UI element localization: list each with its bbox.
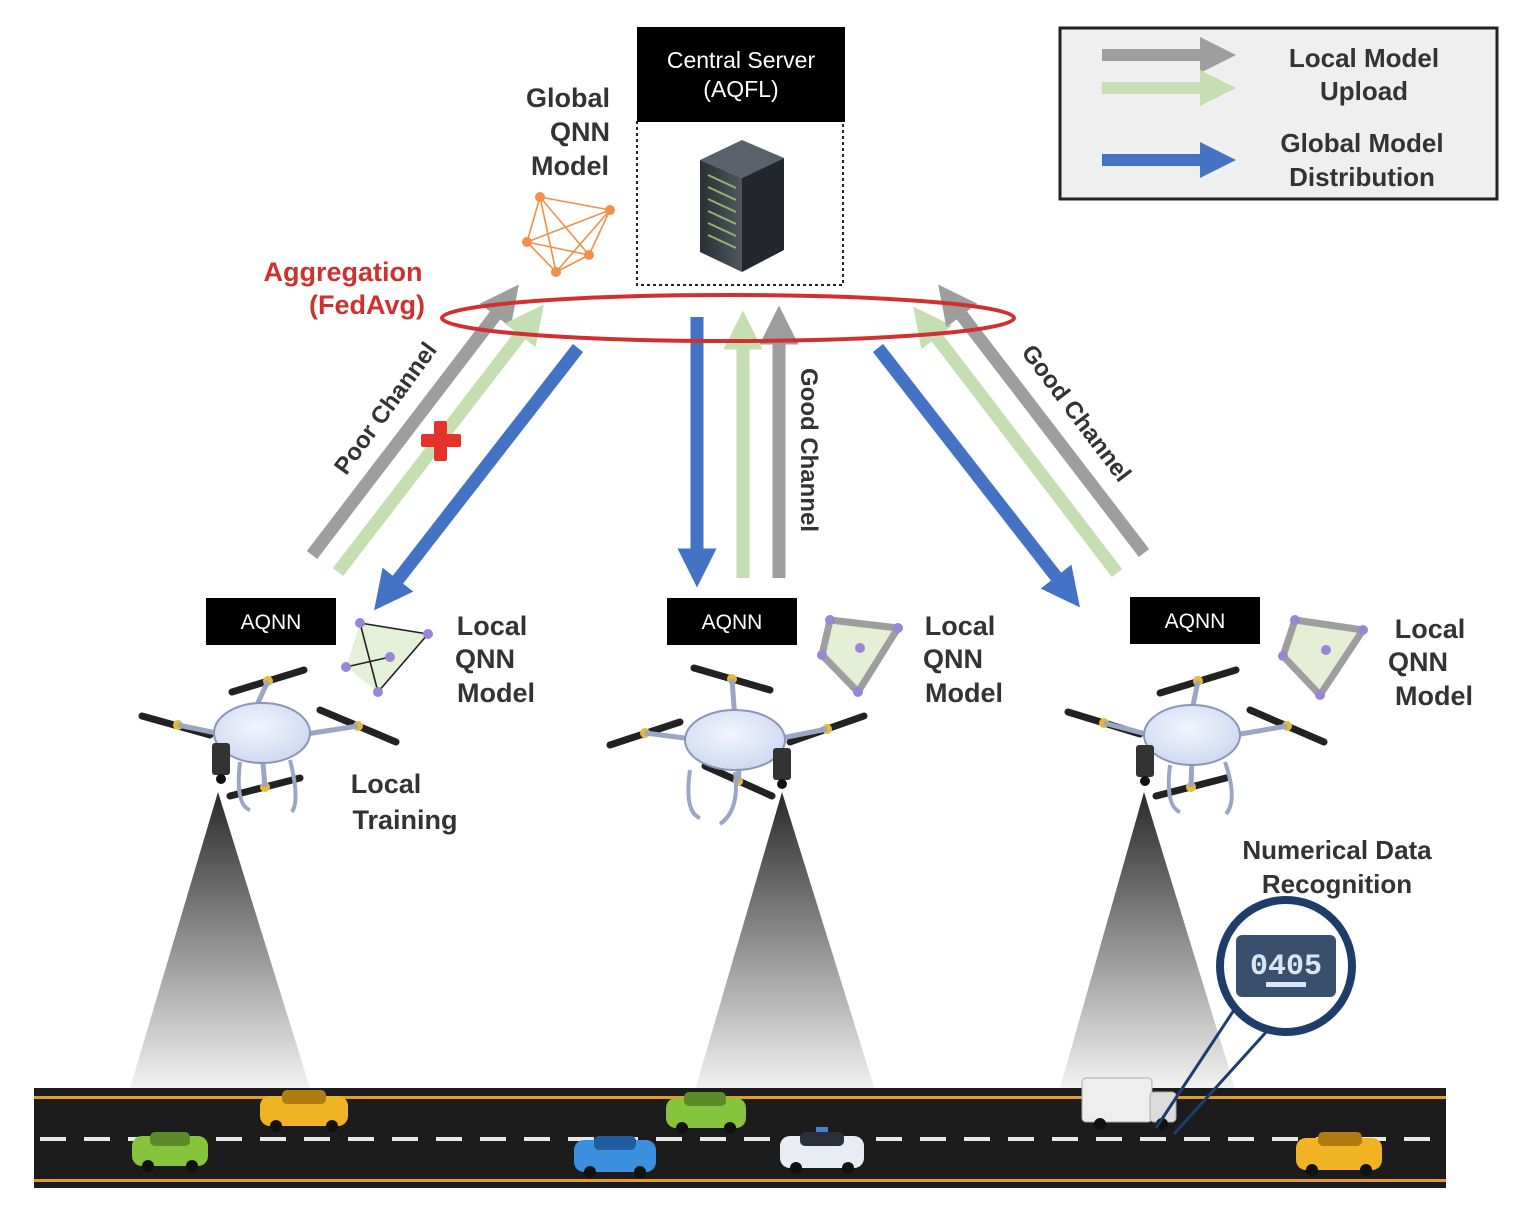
center-channel-label: Good Channel xyxy=(795,368,822,532)
global-qnn-model: Global QNN Model xyxy=(522,83,615,277)
global-network-icon xyxy=(526,196,611,273)
legend-upload-label-2: Upload xyxy=(1320,76,1408,106)
legend-distribution-label-1: Global Model xyxy=(1280,128,1443,158)
aggregation-label-2: (FedAvg) xyxy=(309,290,425,320)
left-distribution-arrow xyxy=(374,344,584,611)
drone-2-local-network-icon xyxy=(817,615,903,697)
central-server: Central Server (AQFL) xyxy=(636,27,845,286)
recognition-label-2: Recognition xyxy=(1262,869,1412,899)
server-title-2: (AQFL) xyxy=(703,76,778,102)
drone-2-icon xyxy=(606,664,868,826)
drone-2-camera-beam xyxy=(695,792,875,1090)
legend: Local Model Upload Global Model Distribu… xyxy=(1058,26,1499,201)
drone-2-badge: AQNN xyxy=(702,611,763,634)
aggregation-ellipse xyxy=(440,293,1016,343)
drone-3-local-network-icon xyxy=(1278,615,1368,700)
car-yellow-2 xyxy=(1296,1132,1382,1176)
drone-1-model-label-1: Local xyxy=(457,611,528,641)
global-model-label-2: QNN xyxy=(550,117,610,147)
drone-1-camera-beam xyxy=(130,792,310,1088)
drone-3: AQNN Local QNN Model xyxy=(1064,597,1473,816)
drone-3-model-label-2: QNN xyxy=(1388,647,1448,677)
center-channel: Good Channel xyxy=(677,305,822,588)
right-channel: Good Channel xyxy=(872,284,1150,608)
drone-3-model-label-1: Local xyxy=(1395,614,1466,644)
left-upload-gray-arrow xyxy=(306,284,519,559)
car-green-1 xyxy=(132,1132,208,1172)
right-upload-gray-arrow xyxy=(938,284,1150,557)
car-green-2 xyxy=(666,1092,746,1134)
license-plate-number: 0405 xyxy=(1250,950,1322,984)
drone-1-local-network-icon xyxy=(341,618,433,697)
global-model-label-1: Global xyxy=(526,83,610,113)
drone-2-model-label-2: QNN xyxy=(923,644,983,674)
drone-3-icon xyxy=(1064,666,1328,816)
drone-2: AQNN Local QNN Model xyxy=(606,598,1003,826)
truck-white xyxy=(1081,1077,1177,1130)
drone-1-model-label-2: QNN xyxy=(455,644,515,674)
drone-1-model-label-3: Model xyxy=(457,678,535,708)
drone-2-model-label-3: Model xyxy=(925,678,1003,708)
local-training-label-2: Training xyxy=(352,805,457,835)
drone-3-camera-beam xyxy=(1060,792,1235,1088)
drone-1-badge: AQNN xyxy=(241,611,302,634)
car-yellow-1 xyxy=(260,1090,348,1132)
car-blue xyxy=(574,1136,656,1178)
car-police xyxy=(780,1127,864,1174)
aggregation-label-1: Aggregation xyxy=(264,257,423,287)
drone-3-badge: AQNN xyxy=(1165,610,1226,633)
drone-1: AQNN Local QNN Model Local Training xyxy=(138,598,535,835)
blocked-cross-icon xyxy=(421,421,461,461)
server-title-1: Central Server xyxy=(667,47,816,73)
right-distribution-arrow xyxy=(872,344,1080,608)
drone-3-model-label-3: Model xyxy=(1395,681,1473,711)
drone-1-icon xyxy=(138,666,400,814)
global-model-label-3: Model xyxy=(531,151,609,181)
drone-2-model-label-1: Local xyxy=(925,611,996,641)
legend-upload-label-1: Local Model xyxy=(1289,43,1439,73)
magnifier: 0405 xyxy=(1154,896,1356,1136)
right-upload-green-arrow xyxy=(913,306,1123,577)
recognition-label-1: Numerical Data xyxy=(1242,835,1432,865)
server-rack-icon xyxy=(700,140,784,272)
left-channel: Poor Channel xyxy=(306,284,584,611)
local-training-label-1: Local xyxy=(351,769,422,799)
legend-distribution-label-2: Distribution xyxy=(1289,162,1435,192)
